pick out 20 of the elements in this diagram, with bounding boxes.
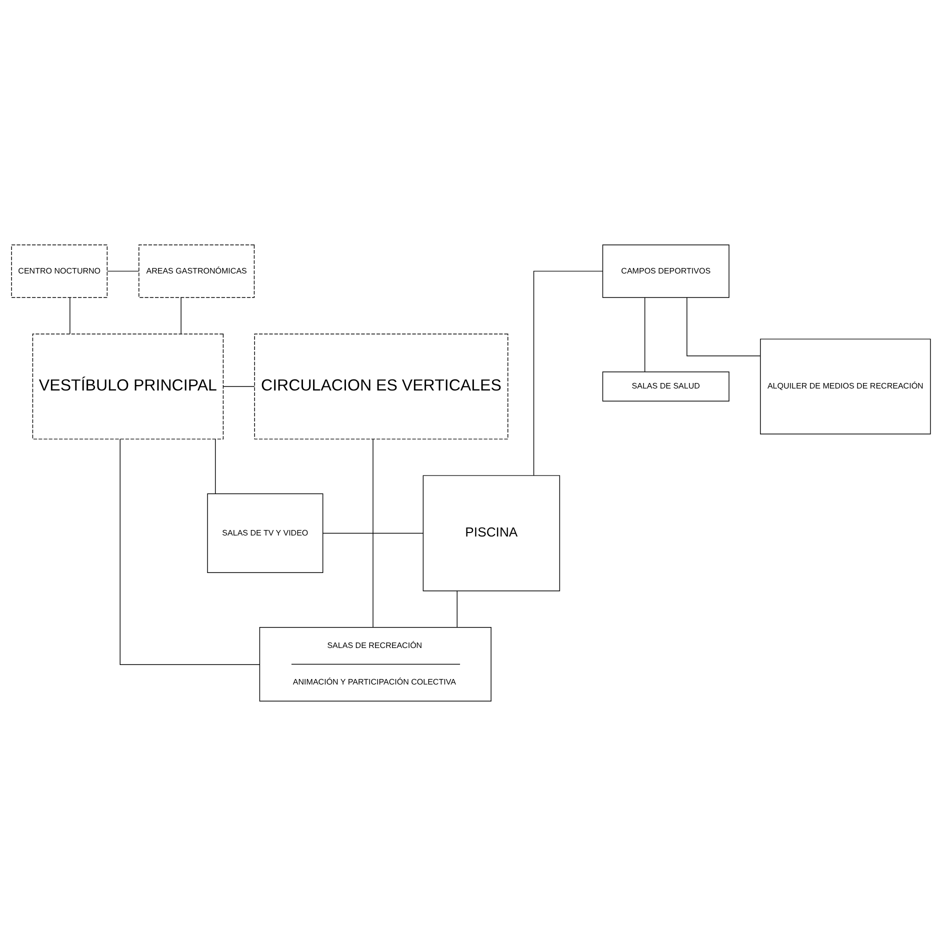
connector	[120, 438, 260, 664]
connector	[215, 438, 216, 494]
connector	[180, 296, 182, 334]
node-box: SALAS DE RECREACIÓN ANIMACIÓN Y PARTICIPACIÓN COLECTIVA	[259, 626, 492, 701]
node-box: ALQUILER DE MEDIOS DE RECREACIÓN	[760, 338, 931, 434]
connector	[644, 296, 646, 372]
connector	[686, 296, 761, 356]
node-box: AREAS GASTRONÓMICAS	[138, 244, 255, 298]
connector	[322, 532, 424, 534]
connector	[456, 590, 458, 628]
node-box: SALAS DE TV Y VIDEO	[207, 492, 324, 572]
connector	[372, 438, 374, 628]
node-box: CAMPOS DEPORTIVOS	[602, 244, 730, 298]
connector	[106, 270, 140, 272]
node-box: VESTÍBULO PRINCIPAL	[32, 333, 224, 439]
node-box: CIRCULACION ES VERTICALES	[254, 333, 508, 439]
node-box: PISCINA	[422, 474, 560, 591]
node-box: SALAS DE SALUD	[602, 371, 730, 401]
node-box: CENTRO NOCTURNO	[11, 244, 108, 298]
connector	[533, 270, 604, 476]
